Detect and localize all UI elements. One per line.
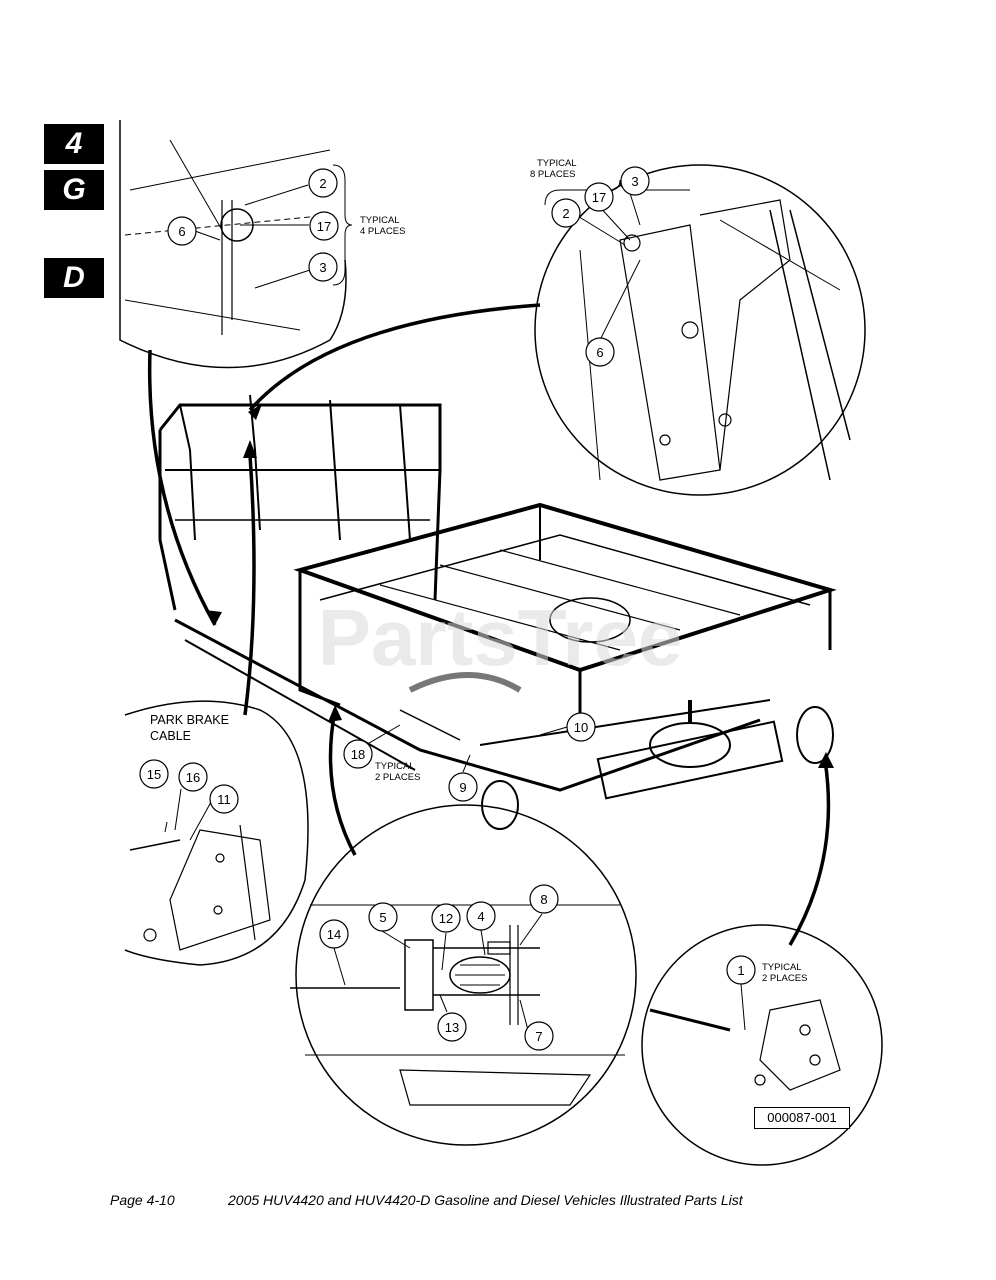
callout-1: 1: [737, 963, 744, 978]
note-typical-8-line1: TYPICAL: [537, 158, 577, 169]
callout-16: 16: [186, 770, 200, 785]
figure-id: 000087-001: [754, 1107, 850, 1129]
callout-2-top-right: 2: [562, 206, 569, 221]
callout-5: 5: [379, 910, 386, 925]
callout-17-top-left: 17: [317, 219, 331, 234]
callout-7: 7: [535, 1029, 542, 1044]
note-typical-2-line1: TYPICAL: [375, 761, 415, 772]
callout-18: 18: [351, 747, 365, 762]
note-typical-4-line1: TYPICAL: [360, 215, 400, 226]
section-tab-4: 4: [44, 124, 104, 164]
vehicle-frame: [158, 394, 837, 830]
detail-circle-cable-adjuster: [295, 804, 637, 1146]
callout-4: 4: [477, 909, 484, 924]
note-typical-8-line2: 8 PLACES: [530, 169, 575, 180]
note-typical-2b-line1: TYPICAL: [762, 962, 802, 973]
section-tab-g: G: [44, 170, 104, 210]
note-typical-2b-line2: 2 PLACES: [762, 973, 807, 984]
callout-3-top-left: 3: [319, 260, 326, 275]
detail-circle-brake-caliper: [641, 924, 883, 1166]
callout-17-top-right: 17: [592, 190, 606, 205]
callout-10: 10: [574, 720, 588, 735]
footer-document-title: 2005 HUV4420 and HUV4420-D Gasoline and …: [228, 1192, 743, 1208]
note-typical-4-line2: 4 PLACES: [360, 226, 405, 237]
callout-6-top-right: 6: [596, 345, 603, 360]
callout-2-top-left: 2: [319, 176, 326, 191]
callout-14: 14: [327, 927, 341, 942]
detail-circle-top-left: [119, 120, 347, 369]
note-typical-2-line2: 2 PLACES: [375, 772, 420, 783]
park-brake-label-line1: PARK BRAKE: [150, 713, 229, 727]
callout-3-top-right: 3: [631, 174, 638, 189]
detail-circle-park-brake: [124, 700, 309, 966]
callout-15: 15: [147, 767, 161, 782]
callout-6-top-left: 6: [178, 224, 185, 239]
footer-page-number: Page 4-10: [110, 1192, 175, 1208]
callout-8: 8: [540, 892, 547, 907]
section-tab-d: D: [44, 258, 104, 298]
park-brake-label-line2: CABLE: [150, 729, 191, 743]
callout-9: 9: [459, 780, 466, 795]
callout-11: 11: [217, 792, 231, 807]
watermark-text: PartsTree: [318, 593, 683, 682]
callout-12: 12: [439, 911, 453, 926]
detail-circle-top-right: [534, 164, 866, 496]
callout-13: 13: [445, 1020, 459, 1035]
